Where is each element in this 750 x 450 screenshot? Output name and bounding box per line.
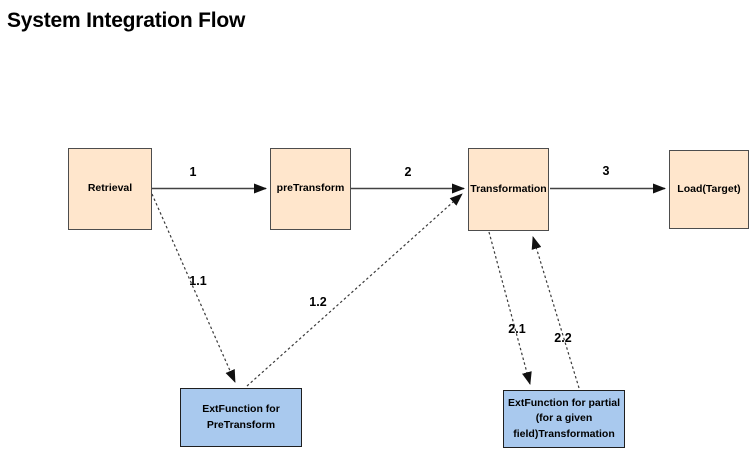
node-ext-function-partial: ExtFunction for partial (for a given fie… <box>503 390 625 448</box>
edge-label-3: 3 <box>602 164 610 178</box>
node-transformation: Transformation <box>468 148 549 231</box>
node-load-target-label: Load(Target) <box>677 182 741 195</box>
node-ext-function-pretransform: ExtFunction for PreTransform <box>180 388 302 447</box>
node-pretransform-label: preTransform <box>276 182 345 195</box>
edge-label-1: 1 <box>189 165 197 179</box>
node-retrieval-label: Retrieval <box>87 182 133 195</box>
edge-step2-1-line <box>488 231 532 385</box>
node-ext-function-partial-label: ExtFunction for partial (for a given fie… <box>507 397 620 440</box>
page-title: System Integration Flow <box>7 9 246 32</box>
node-pretransform: preTransform <box>270 148 351 230</box>
edge-label-2: 2 <box>404 165 412 179</box>
node-ext-function-pretransform-label: ExtFunction for PreTransform <box>202 403 280 431</box>
edge-label-1-1: 1.1 <box>189 274 207 288</box>
edge-step1-1-line <box>151 193 236 383</box>
node-load-target: Load(Target) <box>669 150 749 229</box>
edge-step2-2-line <box>531 236 580 389</box>
edge-label-2-1: 2.1 <box>508 322 526 336</box>
node-transformation-label: Transformation <box>470 182 547 195</box>
edge-label-2-2: 2.2 <box>554 331 572 345</box>
edge-step1-2-line <box>246 193 463 387</box>
edge-label-1-2: 1.2 <box>309 295 327 309</box>
node-retrieval: Retrieval <box>68 148 152 230</box>
